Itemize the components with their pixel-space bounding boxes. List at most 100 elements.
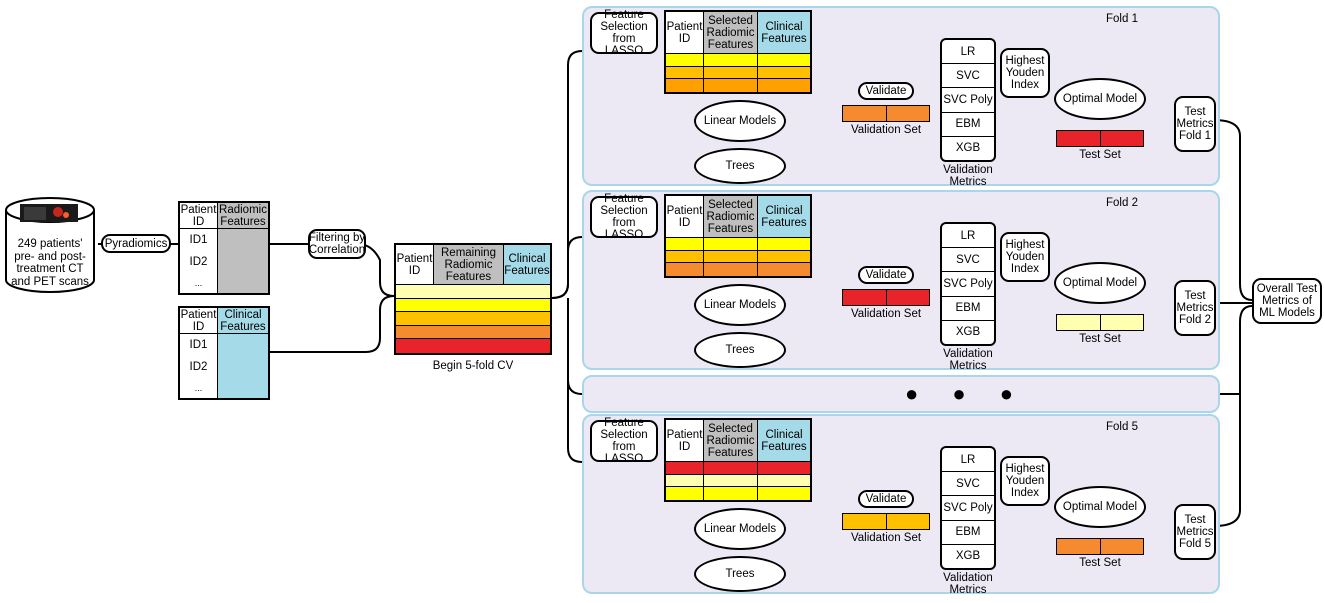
ellipsis-panel: ● ● ● (582, 375, 1220, 413)
table-header-remaining-radiomic: Remaining Radiomic Features (434, 245, 504, 285)
fold-row-1 (666, 462, 810, 475)
source-label: 249 patients' pre- and post-treatment CT… (11, 238, 89, 288)
fold-panel-1: Fold 1 Feature Selection from LASSO Pati… (582, 6, 1220, 188)
optimal-model-node: Optimal Model (1054, 486, 1146, 528)
validation-set-bar (842, 289, 930, 306)
youden-step: Highest Youden Index (1000, 48, 1050, 98)
test-set-bar (1056, 314, 1144, 331)
id-column: ID1 ID2 ... (180, 229, 218, 293)
table-header-clinical: Clinical Features (504, 245, 550, 285)
cv-row-3 (396, 312, 550, 326)
validate-step: Validate (858, 82, 914, 100)
test-set-bar (1056, 538, 1144, 555)
table-row: ID1 (189, 339, 208, 351)
model-svc: SVC (942, 471, 994, 495)
model-list: LR SVC SVC Poly EBM XGB (940, 222, 996, 346)
table-header-patient-id: Patient ID (666, 196, 704, 238)
optimal-model-node: Optimal Model (1054, 78, 1146, 120)
table-header-patient-id: Patient ID (180, 308, 218, 334)
test-metrics-step: Test Metrics Fold 5 (1174, 504, 1216, 560)
fold-panel-2: Fold 2 Feature Selection from LASSO Pati… (582, 190, 1220, 372)
table-header-patient-id: Patient ID (396, 245, 434, 285)
model-svc-poly: SVC Poly (942, 495, 994, 519)
cv-row-1 (396, 285, 550, 299)
model-lr: LR (960, 45, 976, 58)
model-svc-poly: SVC Poly (942, 271, 994, 295)
fold-row-3 (666, 263, 810, 276)
cv-caption: Begin 5-fold CV (432, 360, 514, 372)
feature-selection-step: Feature Selection from LASSO (590, 417, 658, 465)
clinical-features-table: Patient ID Clinical Features ID1 ID2 ... (178, 306, 270, 400)
validation-set-label: Validation Set (850, 124, 922, 136)
clinical-values-block (218, 334, 268, 398)
validation-metrics-label: Validation Metrics (943, 572, 993, 596)
table-header-radiomic-features: Radiomic Features (218, 203, 268, 229)
validation-metrics-label: Validation Metrics (943, 164, 993, 188)
fold-row-2 (666, 66, 810, 80)
radiomic-values-block (218, 229, 268, 293)
validate-step: Validate (858, 266, 914, 284)
fold-title: Fold 5 (1106, 421, 1138, 433)
selected-features-table: Patient ID Selected Radiomic Features Cl… (664, 418, 812, 502)
radiomic-features-table: Patient ID Radiomic Features ID1 ID2 ... (178, 201, 270, 295)
database-cylinder-icon (5, 197, 95, 293)
validation-set-bar (842, 513, 930, 530)
model-xgb: XGB (942, 135, 994, 160)
test-metrics-step: Test Metrics Fold 1 (1174, 96, 1216, 152)
table-header-selected-radiomic: Selected Radiomic Features (704, 196, 758, 238)
cv-row-5 (396, 339, 550, 353)
fold-row-3 (666, 487, 810, 500)
model-list: LR SVC SVC Poly EBM XGB (940, 38, 996, 162)
table-row: ID2 (189, 361, 208, 373)
fold-panel-3: Fold 5 Feature Selection from LASSO Pati… (582, 414, 1220, 596)
feature-selection-step: Feature Selection from LASSO (590, 193, 658, 241)
table-row: ... (194, 383, 203, 393)
model-lr: LR (960, 229, 976, 242)
table-header-patient-id: Patient ID (666, 420, 704, 462)
cv-table: Patient ID Remaining Radiomic Features C… (394, 243, 552, 355)
table-header-patient-id: Patient ID (666, 12, 704, 54)
model-list: LR SVC SVC Poly EBM XGB (940, 446, 996, 570)
model-svc: SVC (942, 63, 994, 87)
test-set-label: Test Set (1079, 149, 1121, 161)
validate-step: Validate (858, 490, 914, 508)
test-metrics-step: Test Metrics Fold 2 (1174, 280, 1216, 336)
table-header-clinical: Clinical Features (758, 12, 810, 54)
ellipsis-dots: ● ● ● (904, 381, 1028, 406)
test-set-label: Test Set (1079, 333, 1121, 345)
test-set-label: Test Set (1079, 557, 1121, 569)
filtering-step: Filtering by Correlation (308, 229, 366, 259)
youden-step: Highest Youden Index (1000, 456, 1050, 506)
trees-node: Trees (694, 332, 786, 368)
trees-node: Trees (694, 148, 786, 184)
model-ebm: EBM (942, 111, 994, 136)
cv-row-2 (396, 298, 550, 313)
fold-title: Fold 1 (1106, 13, 1138, 25)
youden-step: Highest Youden Index (1000, 232, 1050, 282)
table-header-clinical: Clinical Features (758, 420, 810, 462)
table-row: ID1 (189, 234, 208, 246)
optimal-model-node: Optimal Model (1054, 262, 1146, 304)
fold-row-2 (666, 250, 810, 264)
fold-row-1 (666, 238, 810, 251)
model-xgb: XGB (942, 319, 994, 344)
id-column: ID1 ID2 ... (180, 334, 218, 398)
model-lr: LR (960, 453, 976, 466)
table-header-patient-id: Patient ID (180, 203, 218, 229)
table-header-selected-radiomic: Selected Radiomic Features (704, 12, 758, 54)
fold-row-2 (666, 474, 810, 488)
validation-set-label: Validation Set (850, 308, 922, 320)
feature-selection-step: Feature Selection from LASSO (590, 9, 658, 57)
selected-features-table: Patient ID Selected Radiomic Features Cl… (664, 194, 812, 278)
model-ebm: EBM (942, 295, 994, 320)
linear-models-node: Linear Models (694, 100, 786, 142)
test-set-bar (1056, 130, 1144, 147)
overall-test-metrics: Overall Test Metrics of ML Models (1252, 278, 1322, 324)
validation-set-bar (842, 105, 930, 122)
linear-models-node: Linear Models (694, 284, 786, 326)
table-header-selected-radiomic: Selected Radiomic Features (704, 420, 758, 462)
model-svc: SVC (942, 247, 994, 271)
cv-row-4 (396, 325, 550, 340)
pyradiomics-step: Pyradiomics (101, 234, 171, 253)
